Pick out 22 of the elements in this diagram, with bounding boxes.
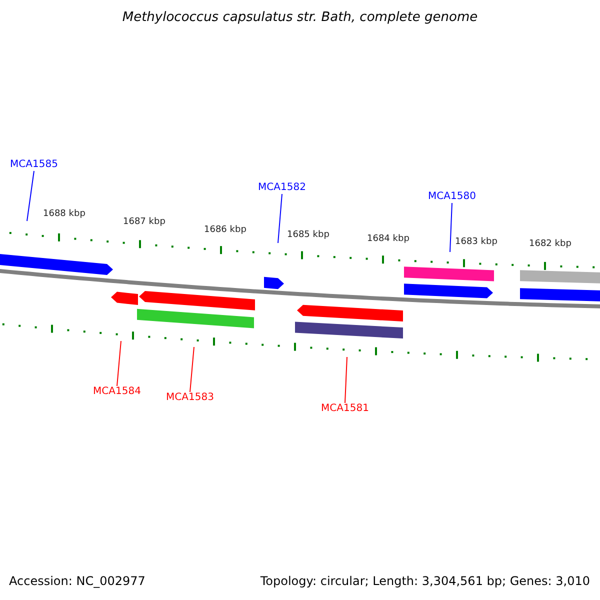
scale-label: 1684 kbp: [367, 234, 410, 244]
leader-line: [190, 346, 194, 392]
scale-label: 1682 kbp: [529, 239, 572, 249]
gene-label: MCA1582: [258, 182, 306, 194]
leader-line: [278, 194, 282, 244]
gene-label: MCA1580: [428, 191, 476, 203]
leader-line: [26, 170, 34, 222]
scale-label: 1685 kbp: [287, 230, 330, 240]
genome-summary-text: Topology: circular; Length: 3,304,561 bp; Genes: 3,010: [260, 574, 590, 588]
scale-label: 1686 kbp: [204, 225, 246, 235]
gene-label: MCA1581: [321, 403, 369, 415]
gene-label: MCA1584: [93, 386, 141, 398]
leader-line: [344, 356, 348, 404]
scale-label: 1688 kbp: [43, 209, 86, 219]
leader-line: [450, 202, 452, 252]
title: Methylococcus capsulatus str. Bath, complete genome: [121, 10, 479, 25]
gene-label: MCA1585: [10, 159, 58, 171]
scale-label: 1683 kbp: [455, 237, 498, 247]
gene-label: MCA1583: [166, 392, 214, 404]
scale-label: 1687 kbp: [123, 217, 166, 227]
accession-text: Accession: NC_002977: [9, 574, 146, 588]
leader-line: [116, 340, 122, 386]
